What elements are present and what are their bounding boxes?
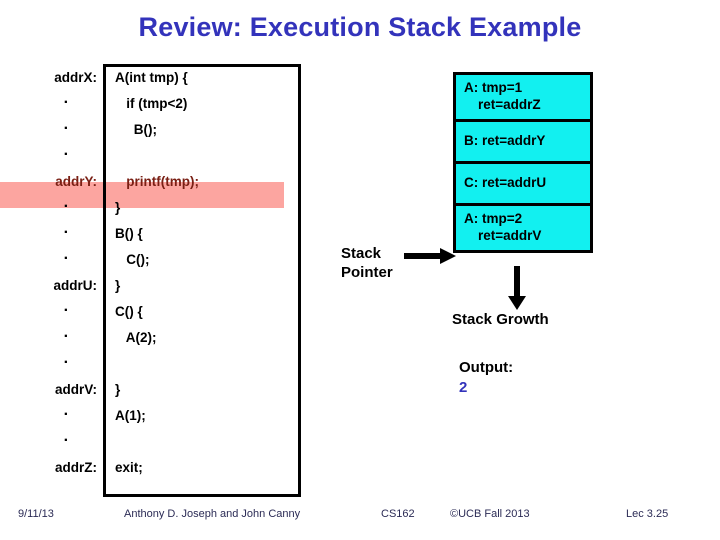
code-row: · C() { xyxy=(20,298,284,324)
address-dot: · xyxy=(63,223,69,241)
footer-lecture: Lec 3.25 xyxy=(626,508,669,520)
address-dot: · xyxy=(63,353,69,371)
code-row: · } xyxy=(20,194,284,220)
code-row: · B() { xyxy=(20,220,284,246)
stack-frame-line2: ret=addrZ xyxy=(478,96,541,112)
stack-frames-container: A: tmp=1 ret=addrZ B: ret=addrY C: ret=a… xyxy=(453,72,593,253)
address-dot: · xyxy=(63,405,69,423)
code-text: } xyxy=(115,199,121,215)
stack-growth-arrow-icon xyxy=(508,266,526,310)
code-row: addrX: A(int tmp) { xyxy=(20,64,284,90)
stack-growth-label: Stack Growth xyxy=(452,311,549,328)
address-label: addrY: xyxy=(55,173,97,189)
code-listing: addrX: A(int tmp) { · if (tmp<2) · B(); … xyxy=(20,64,301,498)
code-row: · xyxy=(20,350,284,376)
stack-pointer-label-line1: Stack xyxy=(341,245,382,262)
code-row: · B(); xyxy=(20,116,284,142)
current-line-highlight-band xyxy=(0,182,284,208)
code-text: printf(tmp); xyxy=(115,173,199,189)
footer-author: Anthony D. Joseph and John Canny xyxy=(124,508,301,520)
code-text: } xyxy=(115,277,121,293)
code-text: A(int tmp) { xyxy=(115,69,188,85)
page-title: Review: Execution Stack Example xyxy=(138,12,582,42)
stack-frame-line1: A: tmp=2 xyxy=(464,210,523,226)
code-text: exit; xyxy=(115,459,143,475)
code-box-border xyxy=(103,64,301,497)
output-value: 2 xyxy=(459,378,468,396)
code-text: A(2); xyxy=(115,329,157,345)
stack-frame: C: ret=addrU xyxy=(456,164,590,206)
address-label: addrU: xyxy=(53,277,98,293)
code-text: C() { xyxy=(115,303,143,319)
code-text: A(1); xyxy=(115,407,146,423)
output-label: Output: xyxy=(459,359,514,376)
footer: 9/11/13 Anthony D. Joseph and John Canny… xyxy=(0,508,720,526)
stack-frame-line1: C: ret=addrU xyxy=(464,174,547,190)
code-row: · if (tmp<2) xyxy=(20,90,284,116)
code-text: if (tmp<2) xyxy=(115,95,188,111)
code-text: C(); xyxy=(115,251,150,267)
address-label: addrV: xyxy=(54,381,97,397)
footer-copyright: ©UCB Fall 2013 xyxy=(450,508,530,520)
address-dot: · xyxy=(63,327,69,345)
address-dot: · xyxy=(63,197,69,215)
address-dot: · xyxy=(63,249,69,267)
stack-frame-line1: A: tmp=1 xyxy=(464,80,523,95)
stack-pointer-label-line2: Pointer xyxy=(341,264,393,282)
code-row: · A(1); xyxy=(20,402,284,428)
stack-frame-line2: ret=addrV xyxy=(478,227,542,243)
footer-course: CS162 xyxy=(381,508,415,520)
code-row: · C(); xyxy=(20,246,284,272)
footer-date: 9/11/13 xyxy=(18,508,54,520)
address-dot: · xyxy=(63,93,69,111)
stack-frame-line1: B: ret=addrY xyxy=(464,132,546,148)
code-row: addrZ: exit; xyxy=(20,454,284,480)
code-row: · xyxy=(20,142,284,168)
code-text: } xyxy=(115,381,121,397)
stack-frame: A: tmp=1 ret=addrZ xyxy=(456,75,590,122)
stack-frame: B: ret=addrY xyxy=(456,122,590,164)
address-dot: · xyxy=(63,431,69,449)
stack-pointer-arrow-icon xyxy=(404,248,456,264)
address-label: addrX: xyxy=(54,69,97,85)
stack-pointer-label: Stack Pointer xyxy=(341,244,393,282)
address-dot: · xyxy=(63,119,69,137)
code-row-highlighted: addrY: printf(tmp); xyxy=(20,168,284,194)
address-label: addrZ: xyxy=(55,459,97,475)
address-dot: · xyxy=(63,301,69,319)
code-text: B() { xyxy=(115,225,143,241)
code-row: addrV: } xyxy=(20,376,284,402)
code-row: addrU: } xyxy=(20,272,284,298)
code-row: · A(2); xyxy=(20,324,284,350)
output-block: Output: 2 xyxy=(459,358,513,397)
code-row: · xyxy=(20,428,284,454)
stack-frame: A: tmp=2 ret=addrV xyxy=(456,206,590,250)
address-dot: · xyxy=(63,145,69,163)
code-text: B(); xyxy=(115,121,157,137)
